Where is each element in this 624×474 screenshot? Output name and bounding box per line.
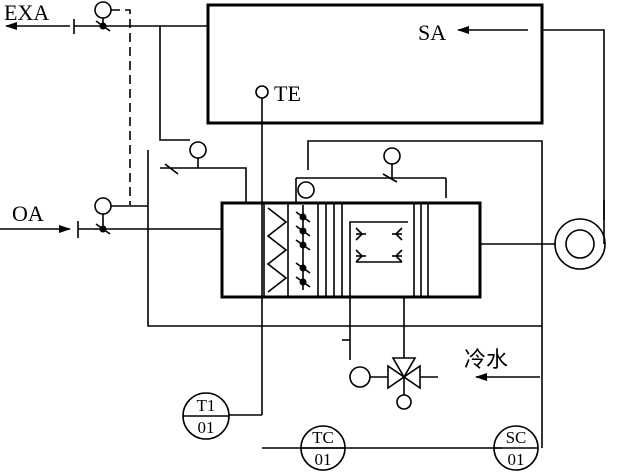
humidifier-valve-actuator [295, 147, 447, 203]
svg-text:01: 01 [508, 450, 525, 469]
filter-zigzag [266, 207, 288, 293]
te-label: TE [274, 81, 301, 106]
ahu-sections [263, 203, 429, 297]
supply-fan-icon [480, 29, 606, 270]
svg-text:SC: SC [506, 428, 527, 447]
ahu-box [220, 201, 482, 299]
chilled-water-valve [342, 283, 438, 410]
return-duct [159, 26, 190, 141]
oa-label: OA [12, 201, 44, 226]
svg-text:01: 01 [315, 450, 332, 469]
control-loop [147, 140, 543, 327]
svg-text:T1: T1 [197, 396, 216, 415]
return-damper-actuator [160, 141, 247, 203]
room-box [206, 3, 544, 125]
exa-label: EXA [4, 0, 49, 25]
te-sensor-icon [255, 85, 269, 99]
oa-damper-actuator [94, 197, 148, 235]
exa-damper-actuator [94, 1, 131, 205]
svg-text:TC: TC [312, 428, 334, 447]
chilled-water-label: 冷水 [464, 347, 508, 372]
sa-label: SA [418, 20, 446, 45]
cooling-coil [349, 221, 408, 283]
svg-text:01: 01 [198, 418, 215, 437]
humidifier-nozzles [295, 205, 311, 290]
t1-controller: T1 01 [182, 392, 230, 440]
tc-controller: TC 01 [300, 425, 346, 471]
sc-controller: SC 01 [493, 425, 539, 471]
